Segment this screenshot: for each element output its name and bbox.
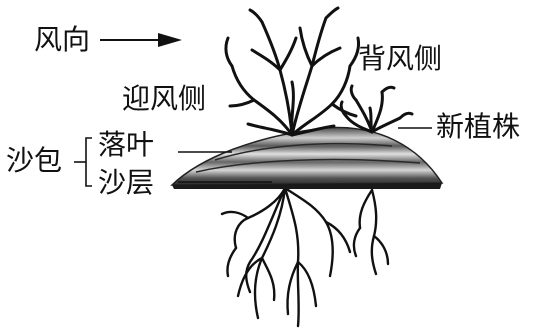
main-shrub: [224, 6, 360, 137]
windward-label: 迎风侧: [122, 82, 207, 115]
sand-mound-bracket: [85, 137, 92, 187]
wind-arrow: [100, 33, 182, 47]
wind-direction-label: 风向: [34, 23, 91, 56]
new-plant-label: 新植株: [436, 110, 521, 143]
leader-lines: [74, 127, 432, 187]
fallen-leaves-label: 落叶: [98, 128, 155, 161]
new-plant: [339, 84, 414, 134]
sand-mound: [170, 126, 444, 189]
sand-mound-label: 沙包: [6, 144, 63, 177]
roots: [220, 186, 390, 328]
leeward-label: 背风侧: [358, 42, 443, 75]
sand-layer-label: 沙层: [98, 166, 155, 199]
